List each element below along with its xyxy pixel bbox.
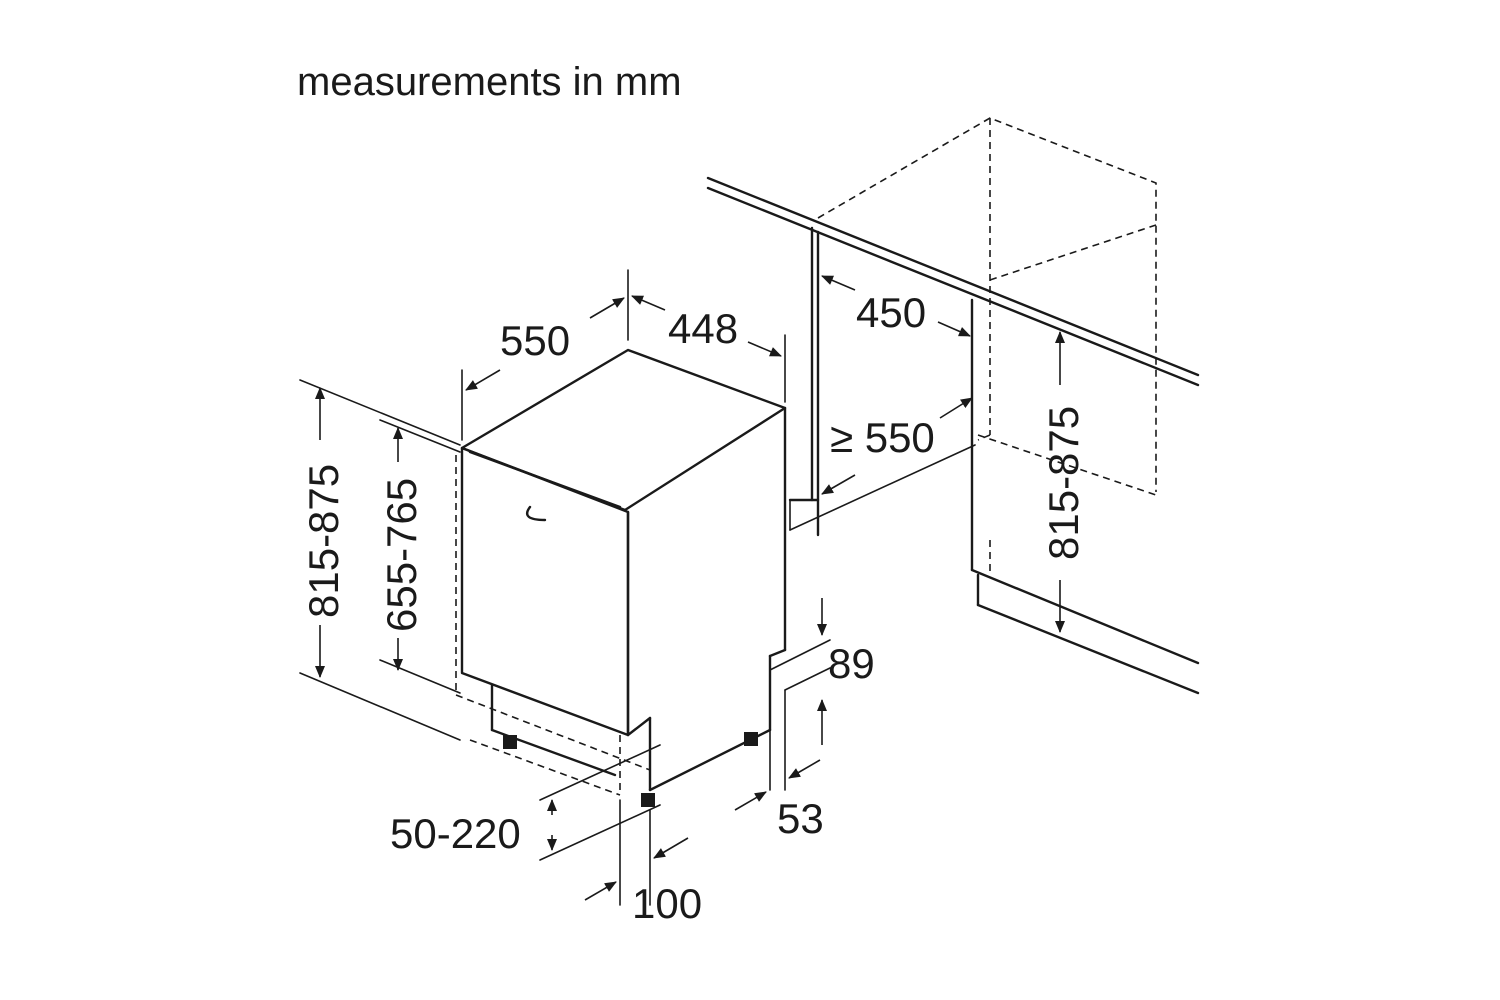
foot-icon [641, 793, 655, 807]
plinth-height-label: 50-220 [390, 810, 521, 857]
plinth-bottom-label: 53 [777, 795, 824, 842]
foot-icon [744, 732, 758, 746]
plinth-offset-label: 100 [632, 880, 702, 927]
foot-icon [503, 735, 517, 749]
dimension-lines: 550 448 815-875 655-765 450 ≥ 550 815-87… [299, 269, 1087, 927]
diagram-title: measurements in mm [297, 60, 682, 104]
door-handle-icon [525, 505, 547, 522]
niche-depth-label: ≥ 550 [830, 414, 935, 461]
door-height-label: 655-765 [378, 478, 425, 632]
installation-niche [706, 117, 1200, 695]
niche-depth-top-label: 450 [856, 289, 926, 336]
plinth-top-label: 89 [828, 640, 875, 687]
niche-height-label: 815-875 [1040, 406, 1087, 560]
width-label: 550 [500, 317, 570, 364]
dishwasher-body [455, 348, 787, 807]
depth-label: 448 [668, 305, 738, 352]
total-height-label: 815-875 [300, 464, 347, 618]
